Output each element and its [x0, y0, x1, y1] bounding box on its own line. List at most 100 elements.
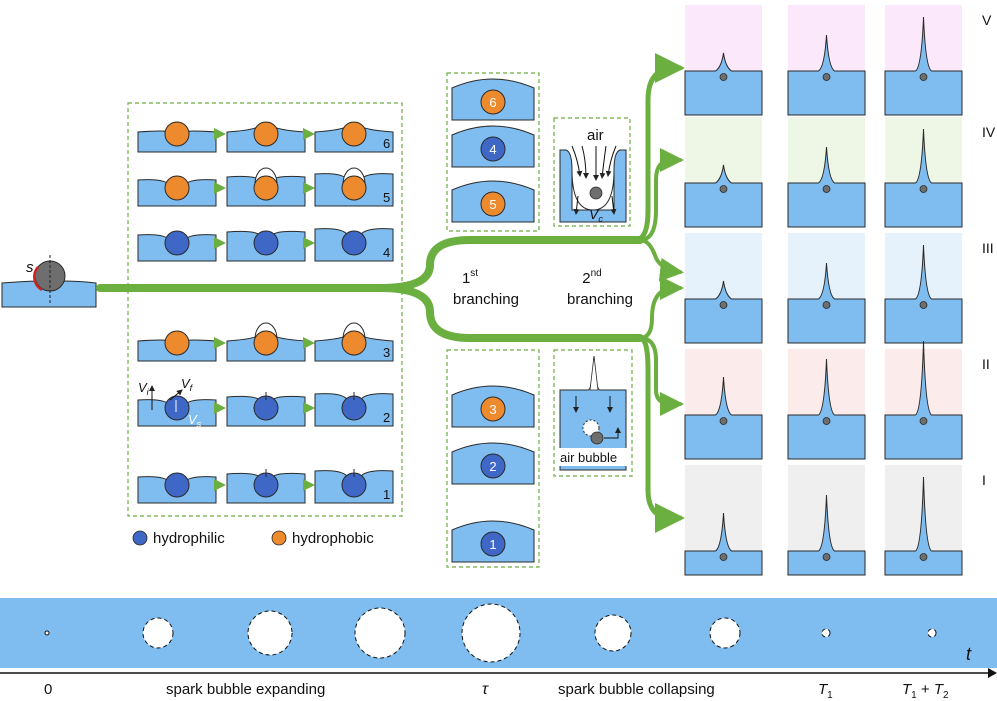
regime-cell	[787, 465, 866, 576]
particle	[822, 553, 831, 561]
branch-arrows	[96, 53, 685, 533]
cell-number: 4	[489, 142, 496, 157]
left-cell	[137, 175, 217, 207]
regime-cell	[884, 233, 963, 344]
particle	[253, 175, 279, 201]
particle	[480, 136, 506, 162]
spark-bubble	[461, 603, 521, 663]
row-number: 3	[383, 345, 390, 360]
cell-number: 6	[489, 95, 496, 110]
particle	[919, 185, 928, 193]
air-bubble-label: air bubble	[560, 450, 617, 465]
regime-cell	[684, 233, 763, 344]
first-branching-label: 1st branching	[453, 268, 519, 308]
svg-text:Vs: Vs	[188, 412, 202, 429]
velocity-labels: Vi Vf Vs	[138, 376, 202, 429]
middle-cell: 4	[451, 125, 535, 168]
contact-angle-arc	[33, 266, 43, 292]
particle	[341, 121, 367, 147]
middle-cell: 2	[451, 442, 535, 485]
particle	[253, 121, 279, 147]
regime-cell	[884, 465, 963, 576]
svg-text:1st: 1st	[462, 268, 478, 287]
regime-cell	[684, 465, 763, 576]
middle-cell: 3	[451, 385, 535, 428]
particle	[253, 330, 279, 356]
middle-cell: 1	[451, 520, 535, 563]
row-number: 5	[383, 190, 390, 205]
timeline-bubbles	[44, 603, 937, 663]
particle	[822, 73, 831, 81]
particle	[480, 191, 506, 217]
row-number: 1	[383, 487, 390, 502]
particle	[480, 89, 506, 115]
middle-bottom-frame	[446, 349, 540, 568]
left-cell	[226, 392, 306, 427]
legend: hydrophilic hydrophobic	[132, 530, 374, 547]
timeline: t 0 spark bubble expanding τ spark bubbl…	[0, 598, 997, 701]
particle	[341, 230, 367, 256]
particle	[253, 230, 279, 256]
cell-number: 3	[489, 402, 496, 417]
middle-top-frame	[446, 72, 540, 232]
cell-number: 5	[489, 197, 496, 212]
time-label-expanding: spark bubble expanding	[166, 681, 325, 698]
particle	[341, 175, 367, 201]
left-cell	[137, 230, 217, 262]
left-cell	[137, 395, 217, 427]
particle	[919, 301, 928, 309]
particle	[164, 330, 190, 356]
particle	[164, 472, 190, 498]
particle	[919, 73, 928, 81]
left-cell	[314, 121, 394, 153]
initial-state: s	[1, 255, 97, 308]
svg-text:branching: branching	[453, 291, 519, 308]
second-branching-label: 2nd branching	[567, 268, 633, 308]
time-label-collapsing: spark bubble collapsing	[558, 681, 715, 698]
particle	[341, 330, 367, 356]
left-cell	[226, 322, 306, 362]
particle	[480, 453, 506, 479]
svg-text:Vi: Vi	[138, 380, 150, 397]
air-label: air	[587, 127, 604, 144]
left-cell	[137, 330, 217, 362]
regime-cell	[684, 349, 763, 460]
particle	[164, 175, 190, 201]
legend-hydrophobic-swatch	[271, 530, 287, 546]
regime-label: IV	[982, 124, 996, 140]
regime-label: I	[982, 472, 986, 488]
row-number: 6	[383, 136, 390, 151]
left-cell	[226, 121, 306, 153]
spark-bubble	[354, 607, 406, 659]
air-box-particle	[589, 186, 603, 200]
particle	[822, 417, 831, 425]
air-box: air Vc	[553, 117, 631, 227]
particle	[719, 301, 728, 309]
particle	[919, 417, 928, 425]
left-cell	[314, 322, 394, 362]
regime-cell	[884, 117, 963, 228]
svg-text:Vf: Vf	[181, 376, 194, 393]
row-number: 4	[383, 245, 390, 260]
spark-bubble	[821, 628, 831, 638]
left-cell	[314, 469, 394, 504]
particle	[164, 395, 190, 421]
spark-bubble	[927, 628, 937, 638]
regime-cell	[684, 117, 763, 228]
spark-bubble	[44, 630, 50, 636]
spark-bubble	[247, 610, 293, 656]
cell-number: 2	[489, 459, 496, 474]
spark-bubble	[142, 617, 174, 649]
left-cell	[137, 121, 217, 153]
particle	[919, 553, 928, 561]
left-cell	[226, 469, 306, 504]
regime-cell	[884, 340, 963, 460]
middle-bottom-cells: 3 2 1	[451, 385, 535, 563]
regime-cell	[684, 5, 763, 116]
time-label-tau: τ	[482, 681, 489, 698]
regime-cell	[787, 117, 866, 228]
s-label: s	[26, 259, 34, 276]
left-cell	[137, 472, 217, 504]
